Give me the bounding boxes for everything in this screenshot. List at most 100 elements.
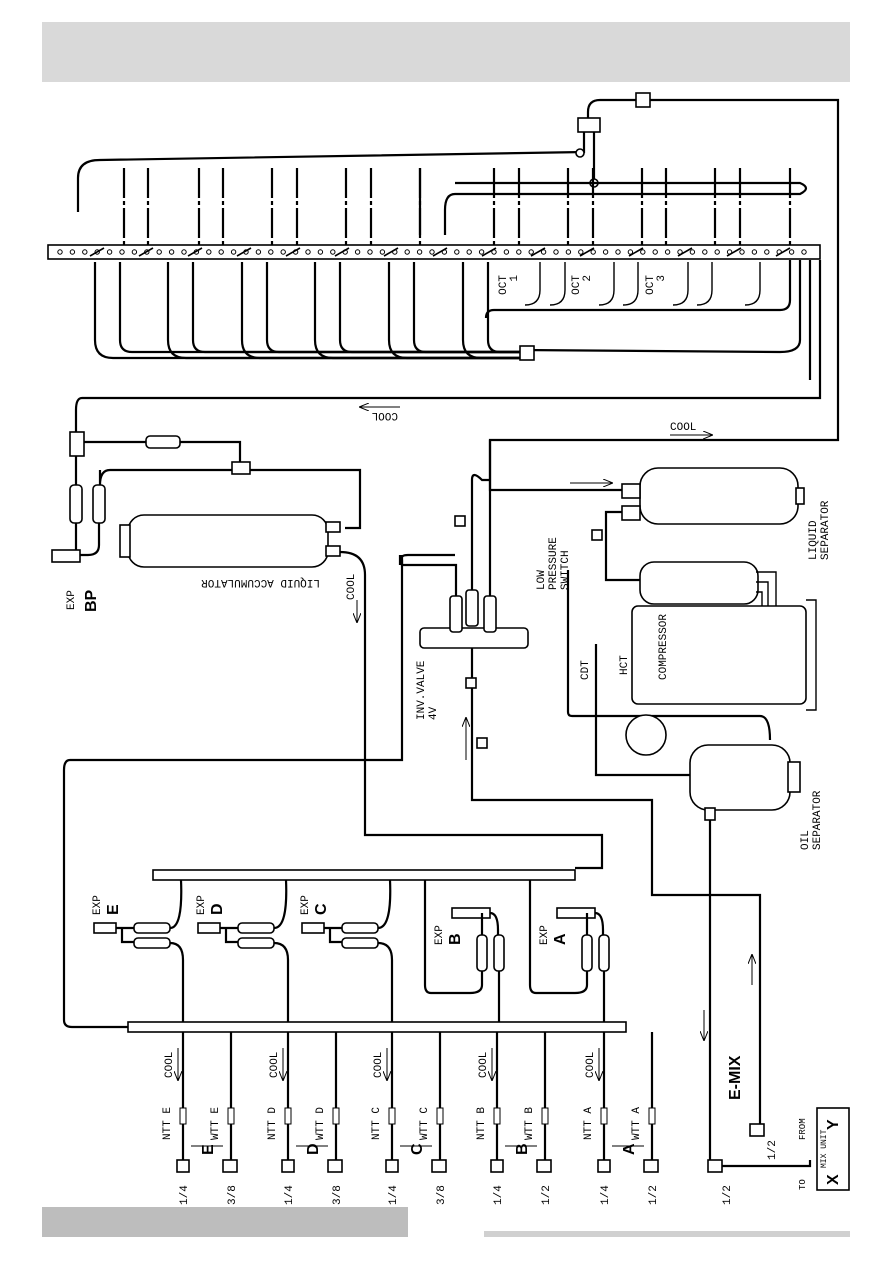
return-pipe [240, 262, 520, 360]
svg-text:4V: 4V [428, 706, 440, 720]
wtt-sensor [436, 1107, 444, 1125]
distributor-link [677, 247, 693, 257]
expansion-valve [493, 934, 505, 972]
distributor-port [69, 249, 76, 255]
return-pipe [486, 262, 520, 354]
distributor-port [615, 249, 621, 255]
svg-text:COMPRESSOR: COMPRESSOR [658, 614, 670, 680]
accumulator-outlet-pipe [339, 550, 604, 870]
exp-pipe [585, 911, 605, 935]
distributor-port [553, 249, 559, 255]
four-way-valve: INV.VALVE 4V [416, 589, 529, 720]
service-valve [431, 1159, 447, 1173]
distributor-port [379, 249, 386, 255]
cool-label: COOL [478, 1052, 490, 1078]
service-valve [281, 1159, 295, 1173]
cool-arrow-right: COOL [670, 422, 712, 435]
svg-text:OCT: OCT [571, 275, 583, 295]
footer-line [484, 1231, 850, 1237]
distributor-link [89, 247, 105, 257]
distributor-port [528, 249, 534, 255]
ntt-sensor [179, 1107, 187, 1125]
svg-text:COOL: COOL [670, 422, 696, 434]
cool-label: COOL [373, 1052, 385, 1078]
distributor-port [404, 249, 410, 255]
expansion-valve [133, 937, 171, 949]
svg-text:LOW: LOW [536, 570, 548, 590]
service-valve [643, 1159, 659, 1173]
exp-letter: A [552, 933, 569, 945]
oil-separator: OIL SEPARATOR [689, 744, 824, 850]
expansion-valve [341, 922, 379, 934]
exp-pipe [377, 941, 394, 1022]
top-main-pipes [76, 92, 840, 480]
distributor-port [168, 249, 175, 255]
svg-text:SEPARATOR: SEPARATOR [820, 500, 832, 560]
distributor-port [429, 249, 435, 255]
distributor-port [367, 249, 373, 255]
svg-text:OCT: OCT [645, 275, 657, 295]
svg-text:X: X [825, 1174, 842, 1185]
wtt-label: WTT B [524, 1107, 536, 1140]
port-letter: C [409, 1143, 426, 1155]
distributor-link [432, 247, 448, 257]
distributor-link [775, 247, 791, 257]
return-pipe [744, 262, 761, 306]
wtt-size: 3/8 [436, 1185, 448, 1205]
liquid-accumulator: LIQUID ACCUMULATOR [119, 514, 341, 588]
service-valve [385, 1159, 399, 1173]
distributor-link [236, 247, 252, 257]
exp-pipe [480, 911, 500, 935]
return-pipe [265, 262, 520, 354]
distributor-port [801, 249, 807, 255]
exp-pipe [324, 926, 342, 944]
wtt-sensor [227, 1107, 235, 1125]
ntt-size: 1/4 [388, 1185, 400, 1205]
return-pipe [549, 262, 566, 306]
distributor-link [579, 247, 595, 257]
svg-text:OIL: OIL [800, 830, 812, 850]
svg-text:1/2: 1/2 [767, 1140, 779, 1160]
exp-label: EXP [539, 925, 551, 945]
svg-text:MIX UNIT: MIX UNIT [820, 1129, 829, 1168]
distributor-port [255, 249, 262, 255]
wtt-sensor [648, 1107, 656, 1125]
return-pipe [166, 262, 520, 360]
distributor-port [540, 249, 547, 255]
return-pipe [461, 262, 520, 360]
return-pipe [524, 262, 541, 306]
header-bar [42, 22, 850, 82]
distributor-link [187, 247, 203, 257]
svg-text:OCT: OCT [498, 275, 510, 295]
distributor-port [119, 249, 125, 255]
exp-label: EXP [92, 895, 104, 915]
svg-text:BP: BP [83, 589, 100, 612]
return-pipe [118, 262, 520, 354]
exp-pipe [377, 879, 392, 930]
wtt-sensor [332, 1107, 340, 1125]
svg-text:SEPARATOR: SEPARATOR [812, 790, 824, 850]
distributor-port [156, 249, 162, 255]
svg-text:FROM: FROM [798, 1118, 808, 1140]
distributor-link [383, 247, 399, 257]
return-loops [93, 260, 822, 400]
svg-text:1/2: 1/2 [722, 1185, 734, 1205]
return-pipe [598, 262, 615, 306]
lower-manifold [127, 1021, 627, 1033]
wtt-size: 3/8 [332, 1185, 344, 1205]
wtt-size: 3/8 [227, 1185, 239, 1205]
svg-text:INV.VALVE: INV.VALVE [416, 660, 428, 720]
distributor-port [478, 249, 485, 255]
sensor-bulb [556, 907, 596, 919]
return-pipe [387, 262, 520, 360]
cool-arrow-left: COOL [346, 574, 358, 622]
port-letter: A [621, 1143, 638, 1155]
port-letter: D [305, 1143, 322, 1155]
expansion-valve [476, 934, 488, 972]
wtt-label: WTT D [315, 1107, 327, 1140]
port-letter: E [200, 1144, 217, 1155]
